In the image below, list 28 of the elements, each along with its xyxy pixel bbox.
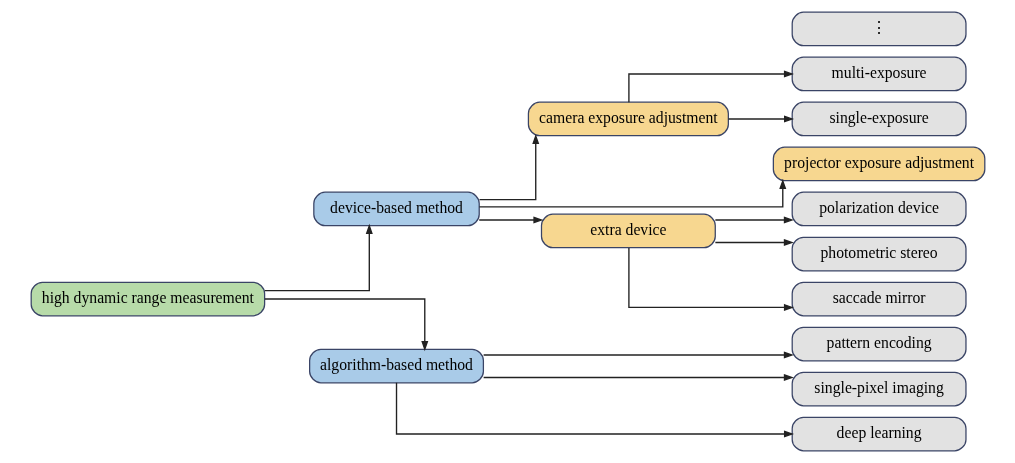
node-box: pattern encoding: [791, 326, 967, 362]
arrow: [263, 298, 428, 352]
node-box: multi-exposure: [791, 56, 967, 92]
arrow: [714, 238, 794, 246]
node-box: camera exposure adjustment: [527, 101, 729, 137]
node-box: saccade mirror: [791, 281, 967, 317]
node-box: device-based method: [312, 191, 480, 227]
arrow: [478, 134, 539, 201]
arrow: [714, 216, 794, 224]
arrow: [478, 216, 543, 224]
node-box: ⋮: [791, 11, 967, 47]
arrow: [395, 382, 794, 438]
arrow: [727, 115, 794, 123]
arrow: [482, 374, 794, 382]
node-box: algorithm-based method: [308, 348, 484, 384]
node-box: projector exposure adjustment: [772, 146, 985, 182]
arrow: [478, 178, 786, 208]
node-box: single-exposure: [791, 101, 967, 137]
node-box: single-pixel imaging: [791, 371, 967, 407]
node-box: high dynamic range measurement: [30, 281, 265, 317]
arrow: [627, 247, 794, 311]
node-box: photometric stereo: [791, 236, 967, 272]
node-box: extra device: [540, 213, 716, 249]
arrow: [482, 351, 794, 359]
node-box: deep learning: [791, 416, 967, 452]
arrow: [627, 70, 794, 103]
arrow: [263, 223, 373, 292]
node-box: polarization device: [791, 191, 967, 227]
